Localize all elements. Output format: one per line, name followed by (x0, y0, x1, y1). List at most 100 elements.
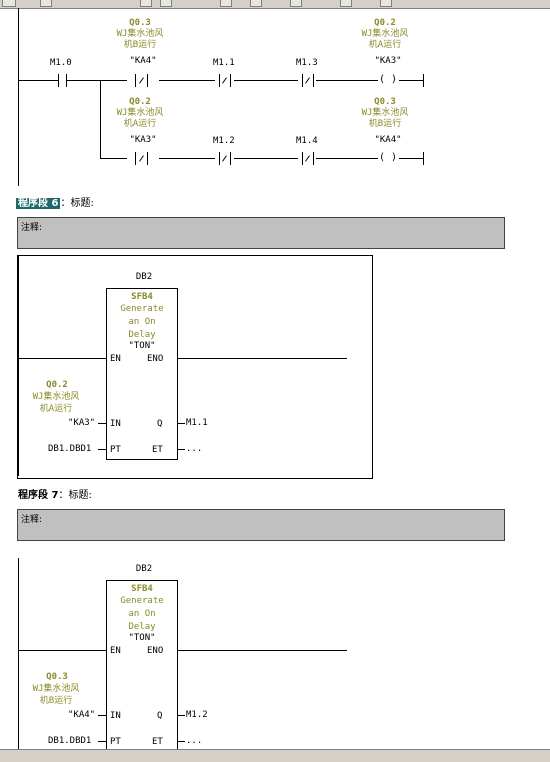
comment-box[interactable]: 注释: (17, 509, 505, 541)
toolbar-button[interactable] (290, 0, 302, 7)
q-wire (177, 715, 185, 716)
instance-db: DB2 (135, 272, 153, 282)
pin-et: ET (152, 445, 163, 455)
rung-wire (399, 80, 423, 81)
coil-symbol: WJ集水池风 (361, 108, 409, 118)
q-output[interactable]: M1.1 (186, 418, 208, 428)
rung-wire (100, 158, 127, 159)
fb-description: Delay (128, 330, 156, 340)
coil-symbol: 机A运行 (368, 40, 402, 50)
q-wire (177, 423, 185, 424)
power-rail (18, 558, 19, 749)
et-wire (177, 449, 185, 450)
toolbar-button[interactable] (250, 0, 262, 7)
fb-symbol: "TON" (128, 633, 156, 643)
comment-label: 注释: (21, 223, 43, 233)
fb-symbol: "TON" (128, 341, 156, 351)
contact-address: M1.3 (296, 58, 318, 68)
contact-symbol: 机A运行 (123, 119, 157, 129)
pin-pt: PT (110, 737, 121, 747)
pin-in: IN (110, 711, 121, 721)
q-output[interactable]: M1.2 (186, 710, 208, 720)
segment-title[interactable]: 程序段 6：标题: (16, 198, 94, 209)
pin-en: EN (110, 646, 121, 656)
pin-pt: PT (110, 445, 121, 455)
coil-address: Q0.2 (374, 18, 396, 28)
segment-title[interactable]: 程序段 7：标题: (18, 490, 92, 501)
fb-name: SFB4 (131, 292, 153, 302)
fb-description: Generate (120, 304, 164, 314)
in-address: Q0.3 (46, 672, 68, 682)
horizontal-scrollbar[interactable] (0, 749, 550, 762)
rung-wire (234, 158, 298, 159)
contact-symbol: WJ集水池风 (116, 29, 164, 39)
fb-description: Generate (120, 596, 164, 606)
fb-description: an On (128, 609, 156, 619)
in-symbol: WJ集水池风 (32, 684, 80, 694)
rung-wire (399, 158, 423, 159)
output-coil-q0-2[interactable]: ( ) (378, 74, 398, 85)
pin-q: Q (157, 419, 163, 429)
ton-function-block[interactable]: SFB4 Generate an On Delay "TON" EN ENO I… (106, 580, 178, 752)
coil-symbol: WJ集水池风 (361, 29, 409, 39)
segment-title-text: ：标题: (60, 198, 94, 209)
toolbar-button[interactable] (220, 0, 232, 7)
toolbar-button[interactable] (160, 0, 172, 7)
contact-address: M1.1 (213, 58, 235, 68)
rung-wire (234, 80, 298, 81)
power-rail (18, 256, 19, 476)
branch-wire (100, 80, 101, 158)
fb-description: Delay (128, 622, 156, 632)
contact-address: Q0.2 (129, 97, 151, 107)
network-frame (17, 255, 373, 479)
toolbar-button[interactable] (2, 0, 16, 7)
coil-symbol: 机B运行 (368, 119, 402, 129)
in-tag[interactable]: "KA4" (68, 710, 96, 720)
et-wire (177, 741, 185, 742)
pt-value[interactable]: DB1.DBD1 (48, 736, 92, 746)
contact-address: M1.4 (296, 136, 318, 146)
comment-box[interactable]: 注释: (17, 217, 505, 249)
toolbar-button[interactable] (380, 0, 392, 7)
et-output[interactable]: ... (186, 736, 203, 746)
pin-et: ET (152, 737, 163, 747)
rung-wire (159, 158, 215, 159)
coil-tag: "KA4" (374, 135, 402, 145)
toolbar-button[interactable] (40, 0, 52, 7)
rung-end (423, 152, 424, 165)
eno-wire (177, 650, 347, 651)
pt-value[interactable]: DB1.DBD1 (48, 444, 92, 454)
in-symbol: WJ集水池风 (32, 392, 80, 402)
pin-eno: ENO (147, 646, 164, 656)
segment-title-text: ：标题: (58, 490, 92, 501)
fb-description: an On (128, 317, 156, 327)
in-tag[interactable]: "KA3" (68, 418, 96, 428)
rung-wire (316, 158, 378, 159)
en-wire (18, 358, 106, 359)
eno-wire (177, 358, 347, 359)
fb-name: SFB4 (131, 584, 153, 594)
contact-address: M1.0 (50, 58, 72, 68)
in-address: Q0.2 (46, 380, 68, 390)
segment-label: 程序段 6 (16, 198, 61, 209)
pin-en: EN (110, 354, 121, 364)
et-output[interactable]: ... (186, 444, 203, 454)
segment-label: 程序段 7 (18, 490, 59, 501)
in-symbol: 机B运行 (39, 696, 73, 706)
toolbar-button[interactable] (140, 0, 152, 7)
pin-eno: ENO (147, 354, 164, 364)
pin-q: Q (157, 711, 163, 721)
coil-address: Q0.3 (374, 97, 396, 107)
power-rail (18, 8, 19, 186)
in-wire (98, 423, 106, 424)
contact-address: M1.2 (213, 136, 235, 146)
contact-symbol: WJ集水池风 (116, 108, 164, 118)
toolbar (0, 0, 550, 9)
in-symbol: 机A运行 (39, 404, 73, 414)
comment-label: 注释: (21, 515, 43, 525)
instance-db: DB2 (135, 564, 153, 574)
ton-function-block[interactable]: SFB4 Generate an On Delay "TON" EN ENO I… (106, 288, 178, 460)
output-coil-q0-3[interactable]: ( ) (378, 152, 398, 163)
toolbar-button[interactable] (340, 0, 352, 7)
in-wire (98, 715, 106, 716)
